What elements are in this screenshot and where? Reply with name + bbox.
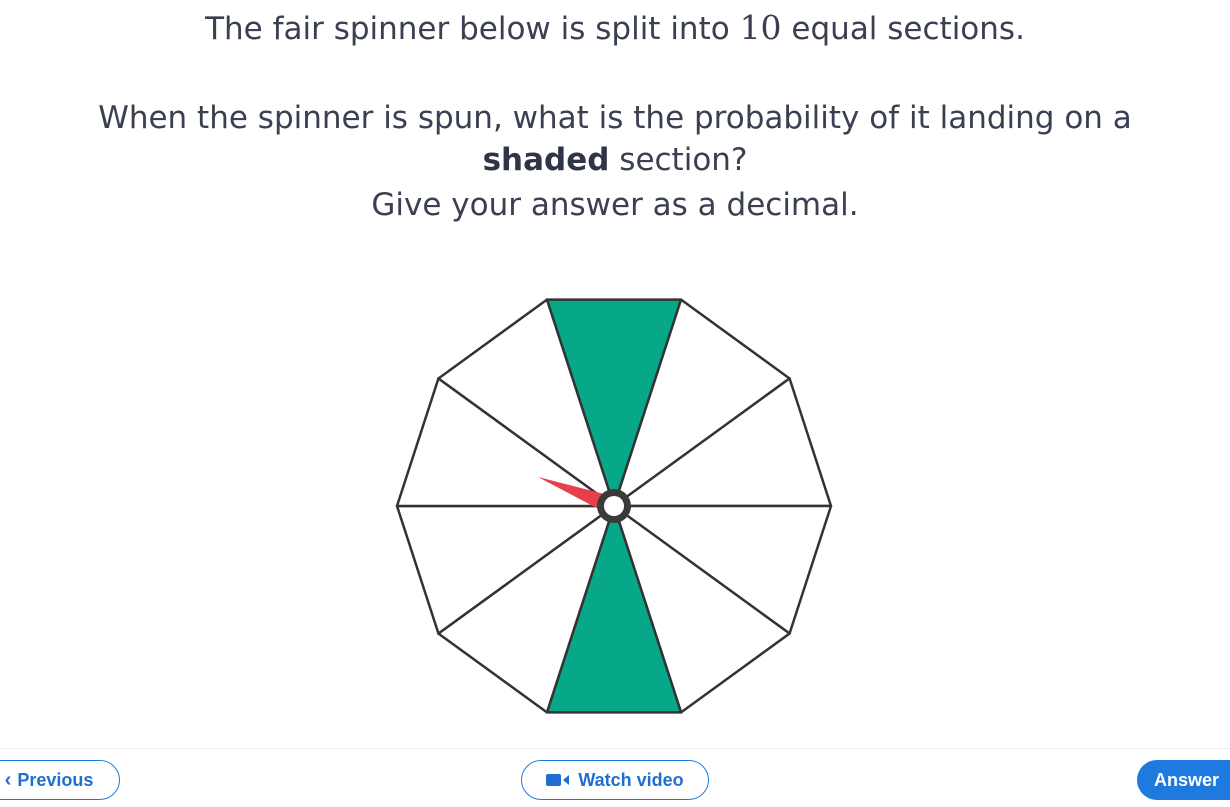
question-line-1-suffix: equal sections. <box>781 11 1025 47</box>
previous-button[interactable]: ‹ Previous <box>0 760 120 800</box>
question-line-4: Give your answer as a decimal. <box>371 187 859 223</box>
question-line-3: shaded section? <box>0 139 1230 181</box>
chevron-left-icon: ‹ <box>4 769 12 791</box>
spinner-section <box>437 298 616 508</box>
answer-button[interactable]: Answer <box>1137 760 1230 800</box>
question-line-1: The fair spinner below is split into 10 … <box>0 7 1230 50</box>
section-count: 10 <box>739 8 782 47</box>
previous-button-label: Previous <box>17 769 94 790</box>
watch-video-button[interactable]: Watch video <box>521 760 709 800</box>
watch-video-label: Watch video <box>578 769 684 790</box>
question-line-2: When the spinner is spun, what is the pr… <box>98 100 1132 136</box>
answer-button-label: Answer <box>1154 769 1220 790</box>
footer-divider <box>0 748 1230 749</box>
spinner-hub-center <box>604 496 624 516</box>
shaded-emphasis: shaded <box>482 142 610 178</box>
question-line-3-rest: section? <box>609 142 748 178</box>
spinner-pointer <box>538 477 616 514</box>
question-line-1-prefix: The fair spinner below is split into <box>205 11 740 47</box>
video-camera-icon <box>546 774 570 786</box>
